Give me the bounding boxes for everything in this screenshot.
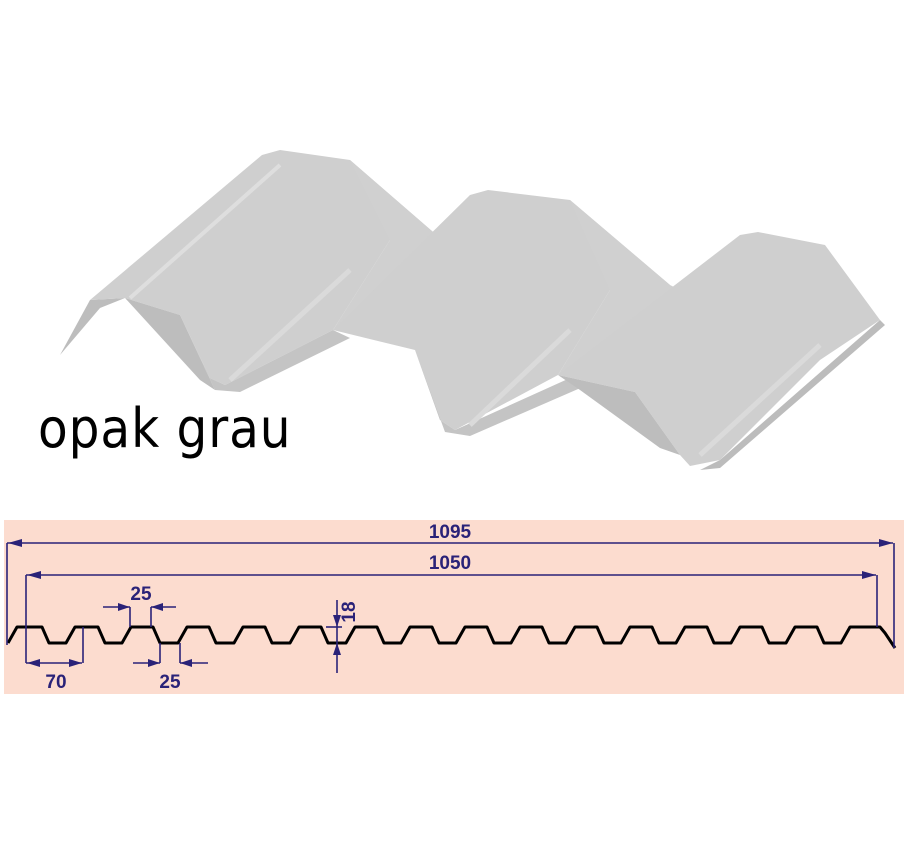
product-color-label: opak grau bbox=[38, 397, 292, 460]
trapezoid-sheet-render bbox=[60, 150, 885, 470]
profile-drawing-panel bbox=[4, 520, 904, 694]
